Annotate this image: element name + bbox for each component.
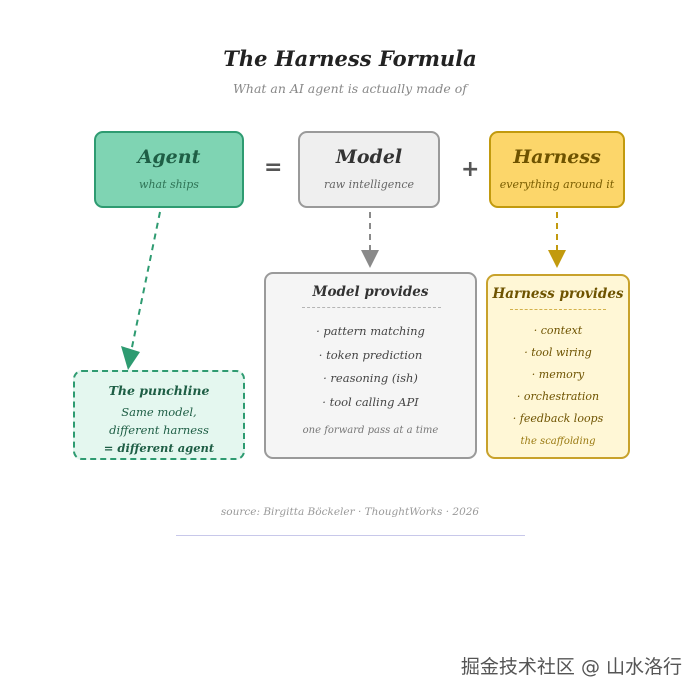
punchline-line-3: = different agent	[103, 441, 215, 455]
harness-panel-divider	[510, 309, 606, 310]
agent-box: Agent what ships	[94, 131, 244, 208]
harness-box: Harness everything around it	[489, 131, 625, 208]
model-panel-list: · pattern matching · token prediction · …	[266, 320, 475, 414]
plus-sign: +	[461, 157, 480, 182]
list-item: · token prediction	[318, 347, 423, 362]
list-item: · reasoning (ish)	[323, 371, 418, 385]
list-item: · memory	[531, 368, 585, 381]
model-provides-panel: Model provides · pattern matching · toke…	[264, 272, 477, 459]
harness-panel-title: Harness provides	[492, 286, 624, 302]
harness-title: Harness	[513, 146, 601, 168]
watermark: 掘金技术社区 @ 山水洛行	[460, 656, 682, 678]
agent-subtitle: what ships	[139, 178, 199, 191]
model-to-panel-arrowhead	[361, 250, 379, 268]
model-box: Model raw intelligence	[298, 131, 440, 208]
agent-to-punchline-arrowhead	[121, 346, 140, 370]
source-citation: source: Birgitta Böckeler · ThoughtWorks…	[220, 506, 480, 518]
punchline-line-2: different harness	[109, 423, 209, 437]
diagram-subtitle: What an AI agent is actually made of	[233, 81, 467, 96]
diagram-title: The Harness Formula	[223, 46, 477, 71]
list-item: · feedback loops	[512, 412, 604, 425]
list-item: · context	[533, 324, 583, 337]
harness-panel-footer: the scaffolding	[520, 436, 596, 447]
model-title: Model	[335, 146, 403, 168]
agent-to-punchline-arrow	[130, 211, 161, 353]
model-panel-footer: one forward pass at a time	[302, 425, 439, 436]
list-item: · tool calling API	[322, 394, 419, 409]
source-underline	[176, 535, 525, 536]
agent-title: Agent	[137, 146, 201, 168]
list-item: · pattern matching	[316, 324, 425, 338]
punchline-line-1: Same model,	[121, 405, 197, 419]
model-panel-divider	[302, 307, 441, 308]
list-item: · orchestration	[516, 390, 600, 403]
harness-panel-list: · context · tool wiring · memory · orche…	[488, 320, 628, 430]
harness-subtitle: everything around it	[499, 178, 615, 191]
list-item: · tool wiring	[524, 346, 592, 359]
punchline-box: The punchline Same model, different harn…	[73, 370, 245, 460]
harness-provides-panel: Harness provides · context · tool wiring…	[486, 274, 630, 459]
punchline-title: The punchline	[108, 383, 210, 398]
model-panel-title: Model provides	[312, 284, 429, 300]
harness-to-panel-arrowhead	[548, 250, 566, 268]
equals-sign: =	[264, 155, 283, 180]
model-subtitle: raw intelligence	[323, 178, 415, 191]
